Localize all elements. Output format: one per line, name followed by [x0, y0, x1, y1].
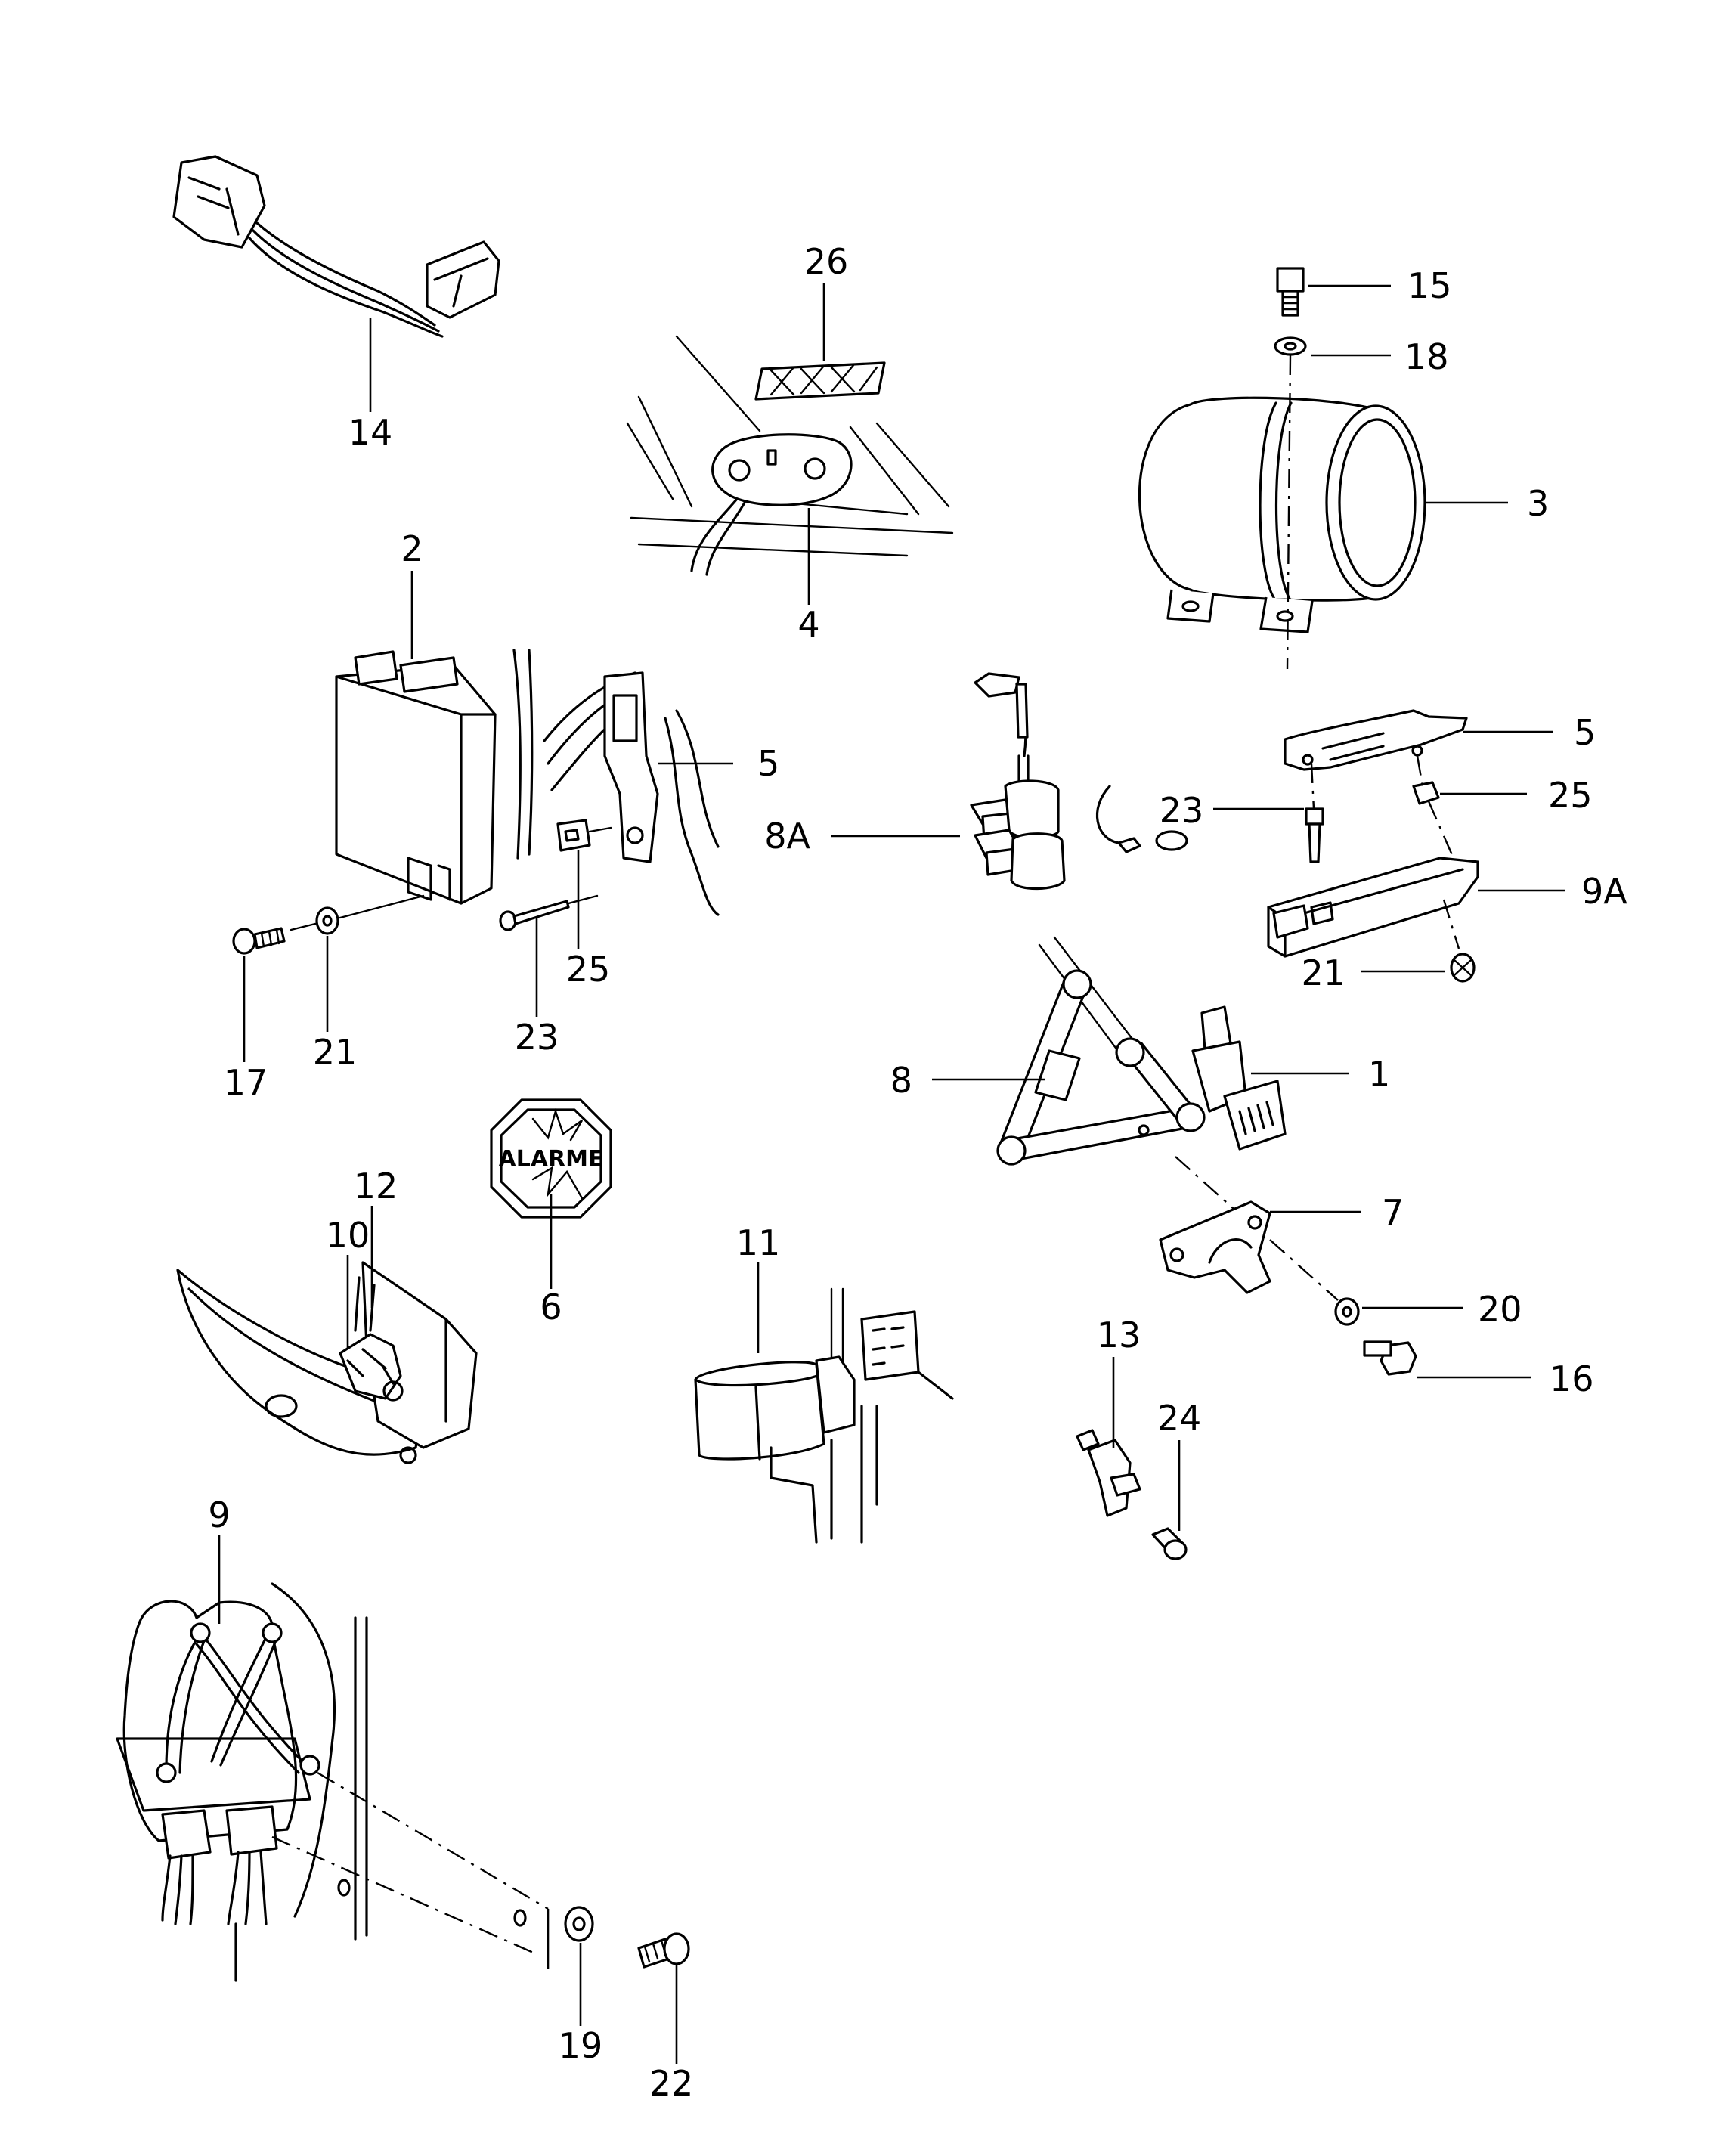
callout-20: 20	[1478, 1289, 1522, 1330]
callout-26: 26	[804, 241, 849, 282]
part-19-washer	[564, 1906, 594, 1942]
callout-25-left: 25	[566, 949, 611, 990]
callout-21-right: 21	[1301, 953, 1345, 993]
callout-19: 19	[559, 2025, 603, 2066]
callout-labels: 14 26 15 18 3 4 2 5 5 25 25 23 23 8A 9A …	[208, 241, 1627, 2104]
callout-10: 10	[326, 1215, 370, 1256]
part-8A-switch-assembly	[970, 672, 1066, 891]
part-23-rivet-right	[1305, 807, 1324, 863]
alarm-sticker-text: ALARME	[499, 1146, 604, 1172]
callout-13: 13	[1097, 1315, 1141, 1355]
callout-5-right: 5	[1574, 712, 1596, 753]
part-26-label-strip	[754, 361, 886, 401]
callout-12: 12	[354, 1166, 398, 1207]
callout-23-left: 23	[515, 1017, 559, 1058]
callout-22: 22	[649, 2063, 694, 2104]
callout-9A: 9A	[1581, 871, 1627, 912]
part-20-washer	[1334, 1297, 1360, 1326]
callout-4: 4	[797, 604, 819, 645]
callout-3: 3	[1527, 483, 1549, 524]
part-25-clip-left	[556, 819, 612, 852]
callout-15: 15	[1407, 265, 1452, 306]
part-9-alarm-unit	[116, 1582, 368, 1982]
part-23-rivet-left	[499, 894, 599, 931]
part-6-alarm-sticker: ALARME	[490, 1098, 612, 1219]
callout-5-left: 5	[757, 743, 779, 784]
part-7-switch-bracket	[1159, 1200, 1271, 1294]
callout-24: 24	[1157, 1398, 1202, 1439]
callout-14: 14	[348, 412, 393, 453]
callout-8A: 8A	[764, 816, 810, 857]
part-15-bolt	[1276, 267, 1305, 317]
part-5-bracket-right	[1284, 709, 1468, 771]
callout-2: 2	[401, 528, 423, 569]
callout-25-right: 25	[1548, 775, 1593, 816]
part-14-wiring-harness	[172, 155, 500, 338]
callout-21-left: 17	[224, 1062, 268, 1103]
part-9A-alarm-module	[1267, 857, 1479, 958]
part-17-washer-left	[315, 906, 339, 935]
part-4-interior-sensor	[626, 335, 954, 576]
part-1-hood-switch	[1191, 1005, 1287, 1151]
part-3-siren	[1138, 355, 1426, 670]
callout-8: 8	[890, 1060, 912, 1101]
callout-11: 11	[736, 1222, 781, 1263]
callout-23-right: 23	[1160, 790, 1204, 831]
part-16-bolt	[1363, 1340, 1417, 1376]
part-13-sensor	[1076, 1429, 1141, 1517]
callout-7: 7	[1382, 1192, 1404, 1233]
callout-9: 9	[208, 1495, 230, 1535]
part-25-clip-right	[1412, 781, 1440, 805]
part-8-hood-linkage	[996, 936, 1206, 1166]
callout-17: 21	[313, 1032, 358, 1073]
callout-1: 1	[1368, 1054, 1390, 1095]
part-21-screw-right	[1450, 953, 1476, 983]
part-21-screw-left	[232, 927, 286, 955]
part-12-10-door-handle	[176, 1261, 478, 1464]
part-22-bolt	[637, 1932, 690, 1969]
part-23-hook-right	[1096, 785, 1188, 853]
part-11-relay	[694, 1287, 954, 1544]
part-2-control-unit	[335, 649, 720, 916]
callout-6: 6	[540, 1287, 562, 1327]
part-18-washer	[1274, 336, 1307, 356]
part-24-screw	[1151, 1527, 1188, 1560]
callout-18: 18	[1404, 336, 1449, 377]
callout-16: 16	[1550, 1358, 1594, 1399]
